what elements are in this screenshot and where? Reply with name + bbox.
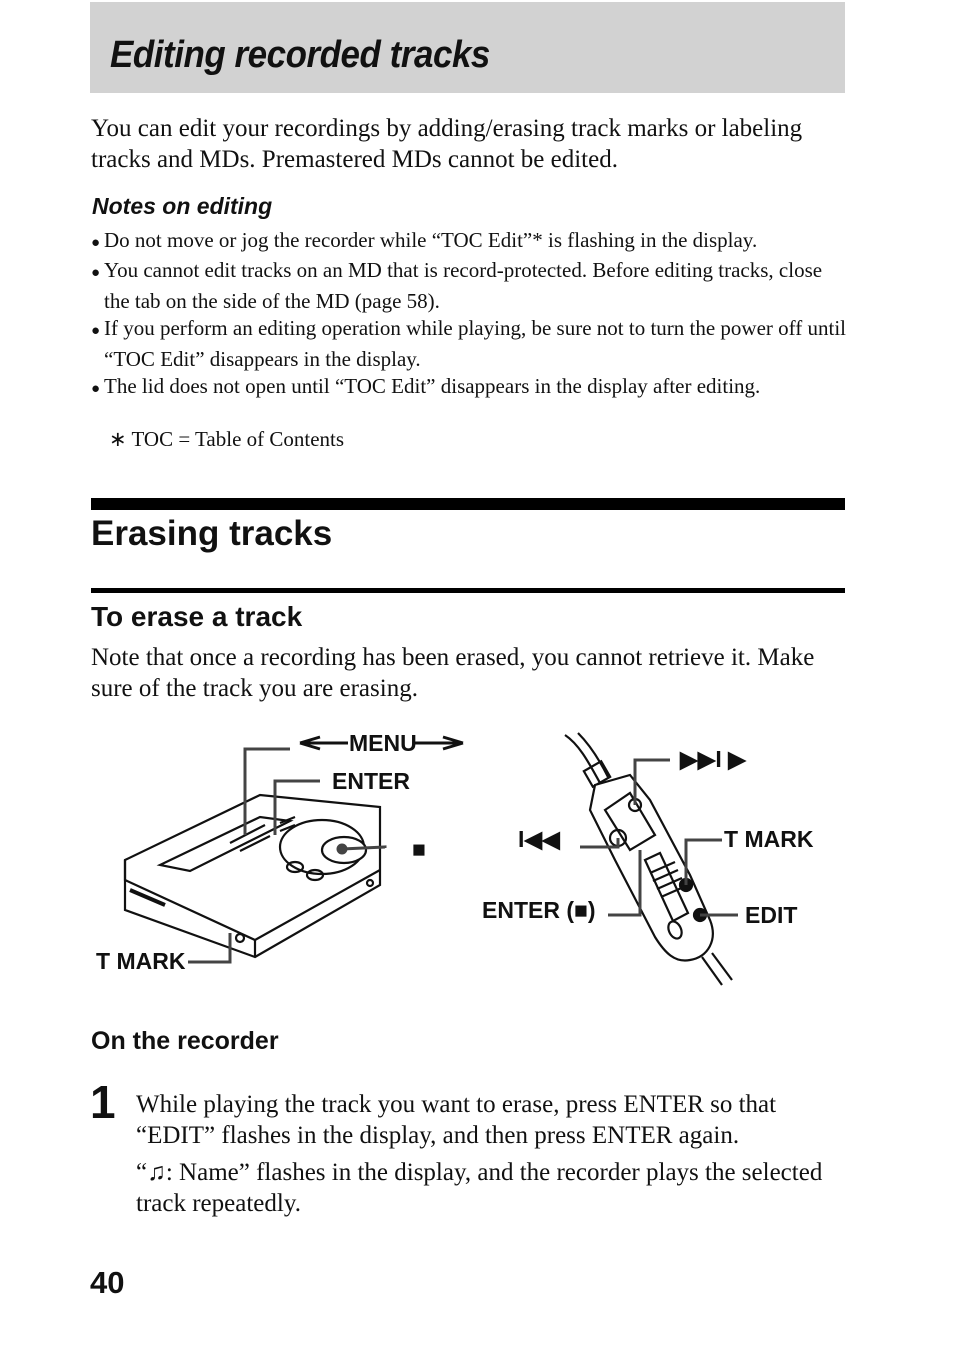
step-text: While playing the track you want to eras… [136, 1091, 777, 1149]
device-illustration: MENU ENTER ■ T MARK ▶▶I ▶ I◀◀ T MARK ENT… [96, 730, 814, 986]
list-item: ●If you perform an editing operation whi… [91, 316, 847, 371]
remote-tmark-label: T MARK [724, 826, 814, 852]
subsection-paragraph: Note that once a recording has been eras… [91, 644, 815, 702]
stop-label: ■ [412, 836, 426, 862]
remote-next-label: ▶▶I ▶ [679, 746, 747, 772]
bullet-icon: ● [91, 323, 101, 340]
footnote: ∗ TOC = Table of Contents [109, 427, 345, 451]
step-number: 1 [90, 1076, 116, 1128]
list-item: ●Do not move or jog the recorder while “… [91, 227, 851, 257]
section-title: Erasing tracks [91, 514, 333, 553]
remote-edit-label: EDIT [745, 902, 797, 928]
remote-leader-lines [580, 758, 738, 917]
procedure-title: On the recorder [91, 1027, 279, 1055]
enter-label: ENTER [332, 768, 410, 794]
notes-title: Notes on editing [92, 193, 273, 219]
bullet-icon: ● [91, 381, 101, 398]
page-number: 40 [90, 1265, 125, 1300]
list-item: ●You cannot edit tracks on an MD that is… [91, 258, 823, 313]
menu-label: MENU [349, 730, 417, 756]
notes-list: ●Do not move or jog the recorder while “… [91, 227, 851, 403]
remote-prev-label: I◀◀ [518, 826, 561, 852]
music-note-icon: ♫ [147, 1159, 166, 1186]
header-band [90, 2, 845, 93]
recorder-illustration [123, 793, 382, 959]
subsection-rule [91, 588, 845, 593]
step-subtext: “♫: Name” flashes in the display, and th… [136, 1159, 823, 1217]
recorder-tmark-label: T MARK [96, 948, 186, 974]
list-item: ●The lid does not open until “TOC Edit” … [91, 373, 851, 403]
recorder-leader-lines [188, 735, 464, 964]
page-title: Editing recorded tracks [110, 34, 490, 76]
bullet-icon: ● [91, 235, 101, 251]
subsection-title: To erase a track [91, 601, 303, 632]
intro-paragraph: You can edit your recordings by adding/e… [91, 115, 803, 173]
section-rule [91, 498, 845, 510]
remote-enter-label: ENTER (■) [482, 897, 596, 923]
bullet-icon: ● [91, 265, 101, 282]
